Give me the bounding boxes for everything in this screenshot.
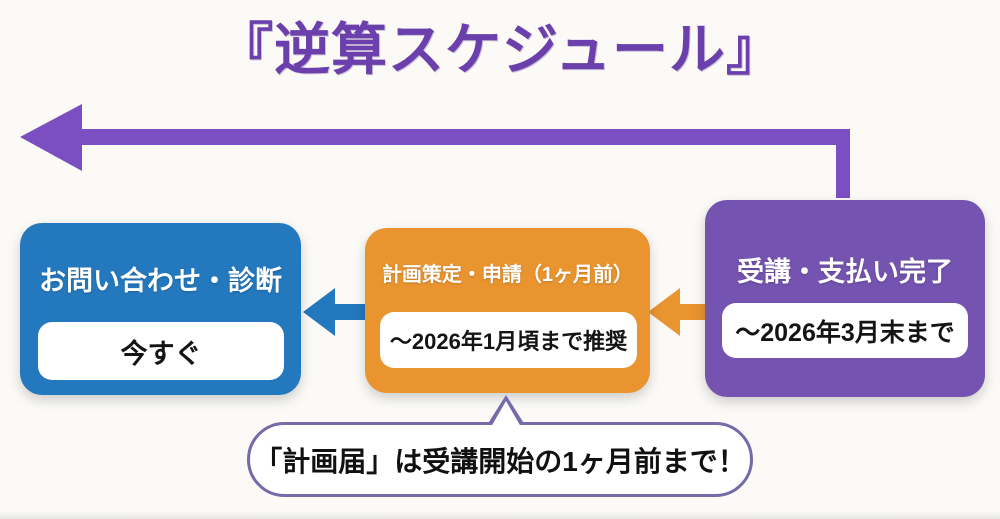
step-planning-label: 計画策定・申請（1ヶ月前） — [381, 264, 634, 286]
timeline-arrow-left-icon — [20, 104, 850, 198]
step-planning-timing: ～2026年1月頃まで推奨 — [380, 312, 637, 368]
note-text: 「計画届」は受講開始の1ヶ月前まで！ — [254, 445, 746, 477]
page-title: 『逆算スケジュール』 — [216, 18, 784, 81]
step-completion-box: 受講・支払い完了 ～2026年3月末まで — [705, 200, 985, 397]
arrow-to-planning-icon — [648, 288, 710, 336]
note-bubble-tail-fill-icon — [491, 401, 521, 427]
step-completion-timing: ～2026年3月末まで — [722, 303, 968, 358]
step-completion-label: 受講・支払い完了 — [737, 257, 953, 287]
step-planning-box: 計画策定・申請（1ヶ月前） ～2026年1月頃まで推奨 — [365, 228, 650, 393]
step-inquiry-box: お問い合わせ・診断 今すぐ — [20, 223, 301, 395]
step-inquiry-timing: 今すぐ — [38, 322, 284, 380]
bottom-edge-shading — [0, 511, 1000, 519]
note-bubble: 「計画届」は受講開始の1ヶ月前まで！ — [247, 395, 753, 497]
step-inquiry-label: お問い合わせ・診断 — [39, 266, 282, 296]
arrow-to-inquiry-icon — [303, 288, 366, 336]
